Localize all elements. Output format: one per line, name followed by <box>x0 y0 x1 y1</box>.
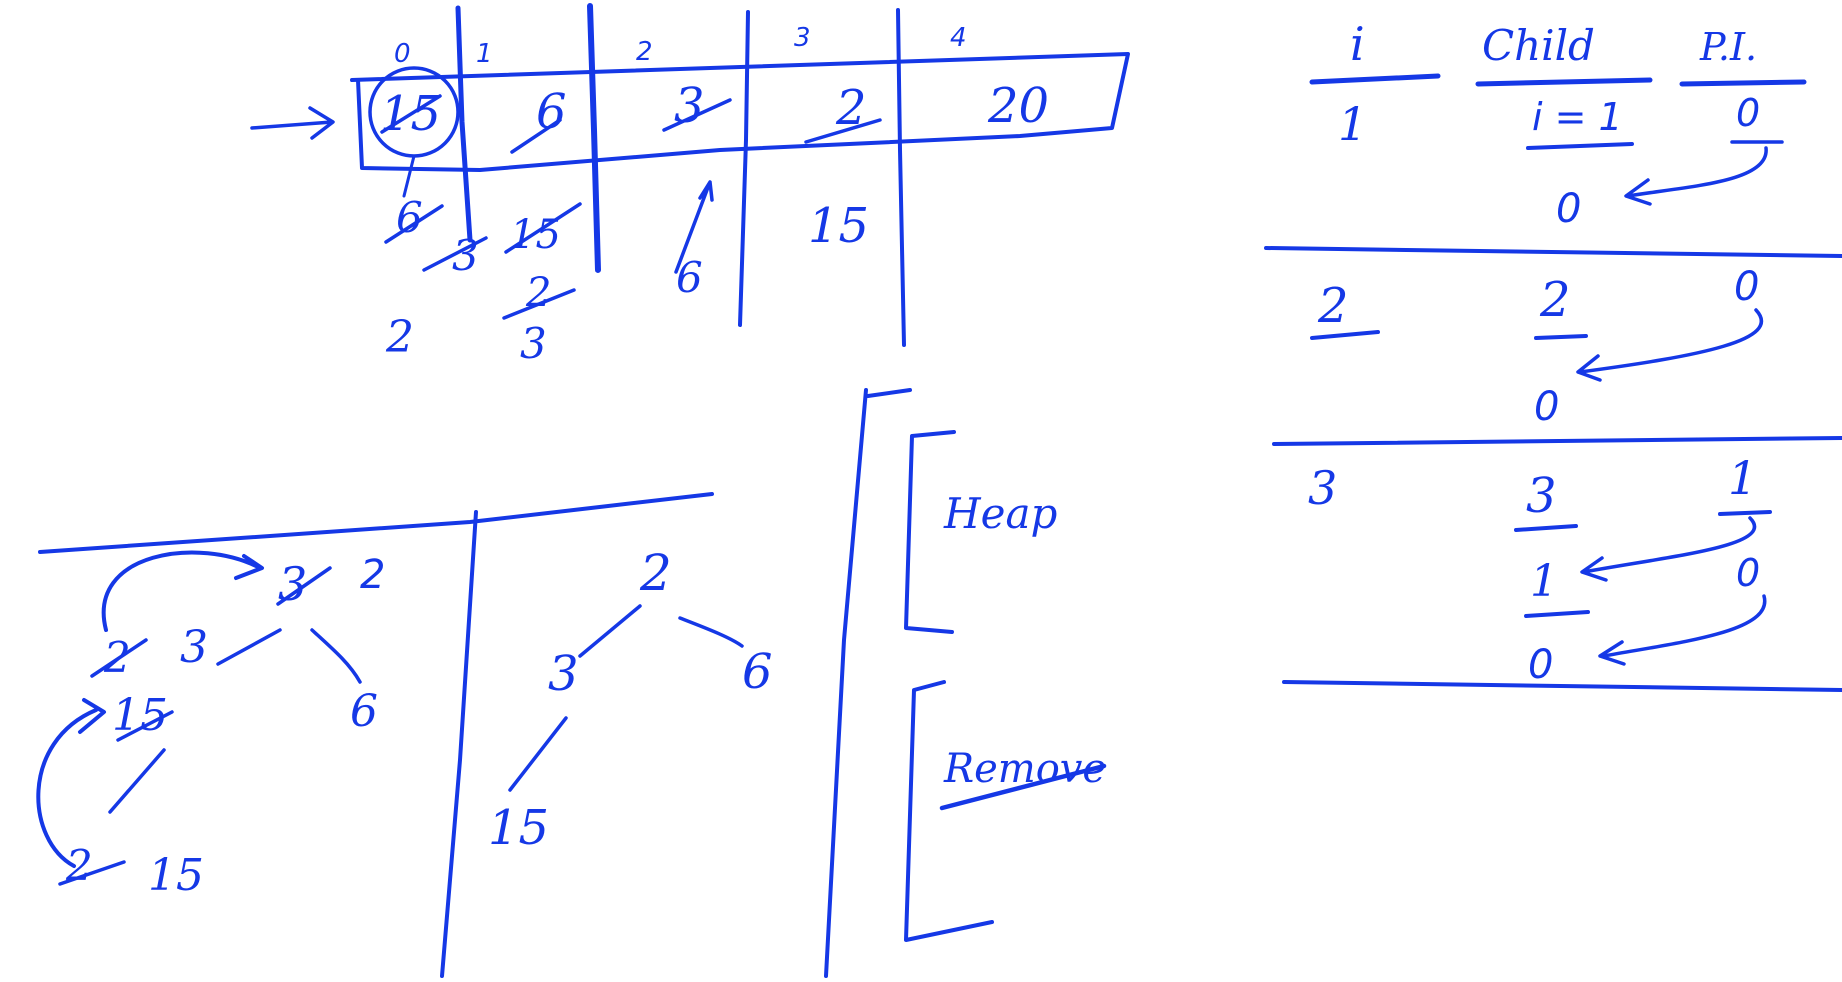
left-tree-root-new: 2 <box>360 552 385 598</box>
col2-history-1: 6 <box>676 253 703 302</box>
row3-pi-1: 1 <box>1728 451 1757 505</box>
array-pointer-arrow <box>250 106 335 140</box>
row2-child-1: 2 <box>1539 272 1571 328</box>
row3-divider <box>1282 680 1842 692</box>
row1-arrow <box>1624 146 1768 206</box>
row2-pi-1: 0 <box>1734 264 1759 310</box>
remove-bracket <box>904 680 994 942</box>
array-divider-1 <box>455 5 473 243</box>
row3-pi-2: 0 <box>1736 551 1760 595</box>
array-value-2: 3 <box>674 78 705 134</box>
col1-history-1: 3 <box>452 231 479 280</box>
col1-history-2: 15 <box>510 212 561 258</box>
row2-divider <box>1272 436 1842 446</box>
swap-arrow-top <box>101 550 264 632</box>
right-tree-left: 3 <box>548 646 579 702</box>
header-pi: P.I. <box>1699 25 1757 69</box>
right-tree-right: 6 <box>742 644 773 700</box>
tree-area: 3 2 2 3 6 15 2 15 2 3 6 15 <box>36 388 868 978</box>
array-index-0: 0 <box>394 39 411 69</box>
array-outline <box>350 52 1130 172</box>
array-value-4: 20 <box>987 78 1049 134</box>
heap-label: Heap <box>943 489 1057 538</box>
row3-i: 3 <box>1308 461 1337 515</box>
left-tree-right: 6 <box>350 686 378 737</box>
row3-child-3: 0 <box>1528 642 1553 688</box>
heap-bracket <box>904 430 956 634</box>
tree-divider-2 <box>824 388 868 978</box>
tree-divider-1 <box>440 510 478 978</box>
row1-child-1: i = 1 <box>1532 95 1623 139</box>
row1-divider <box>1264 246 1842 258</box>
header-child: Child <box>1482 21 1595 70</box>
left-tree-left-new: 3 <box>180 622 208 673</box>
array-index-2: 2 <box>636 37 653 67</box>
row3-child-1: 3 <box>1526 468 1557 524</box>
array-index-3: 3 <box>794 23 811 53</box>
array-divider-3 <box>738 10 750 327</box>
row1-child-2: 0 <box>1556 186 1581 232</box>
left-tree-bottom-new: 15 <box>148 850 204 901</box>
row1-i: 1 <box>1338 97 1367 151</box>
row2-i: 2 <box>1317 278 1349 334</box>
row2-arrow <box>1576 308 1764 382</box>
array-divider-2 <box>587 3 601 273</box>
operations-panel: Heap Remove <box>866 388 1107 942</box>
array-index-1: 1 <box>476 39 493 69</box>
row3-arrow-1 <box>1580 516 1757 582</box>
tree-area-top-line <box>38 492 714 554</box>
col2-up-arrow <box>674 180 714 274</box>
col1-history-4: 3 <box>520 319 547 368</box>
header-i: i <box>1350 17 1365 71</box>
row3-arrow-2 <box>1598 594 1767 666</box>
right-tree-leftleft: 15 <box>488 800 549 856</box>
operations-big-bracket <box>866 388 912 398</box>
right-tree-root: 2 <box>639 544 672 602</box>
remove-underline <box>939 763 1107 811</box>
col0-history-2: 2 <box>385 312 414 363</box>
row1-pi-1: 0 <box>1736 91 1760 135</box>
col3-history-1: 15 <box>808 198 869 254</box>
array-section: 0 1 2 3 4 15 6 3 2 20 6 2 3 15 2 3 6 15 <box>250 3 1130 368</box>
swap-arrow-bottom <box>36 698 106 868</box>
array-index-4: 4 <box>950 23 967 53</box>
left-tree-leftleft: 15 <box>112 690 168 741</box>
row2-child-2: 0 <box>1534 384 1559 430</box>
trace-table: i Child P.I. 1 i = 1 0 0 2 2 0 0 3 3 1 0… <box>1264 17 1842 692</box>
array-divider-4 <box>896 8 906 347</box>
row3-child-2: 1 <box>1530 556 1558 607</box>
